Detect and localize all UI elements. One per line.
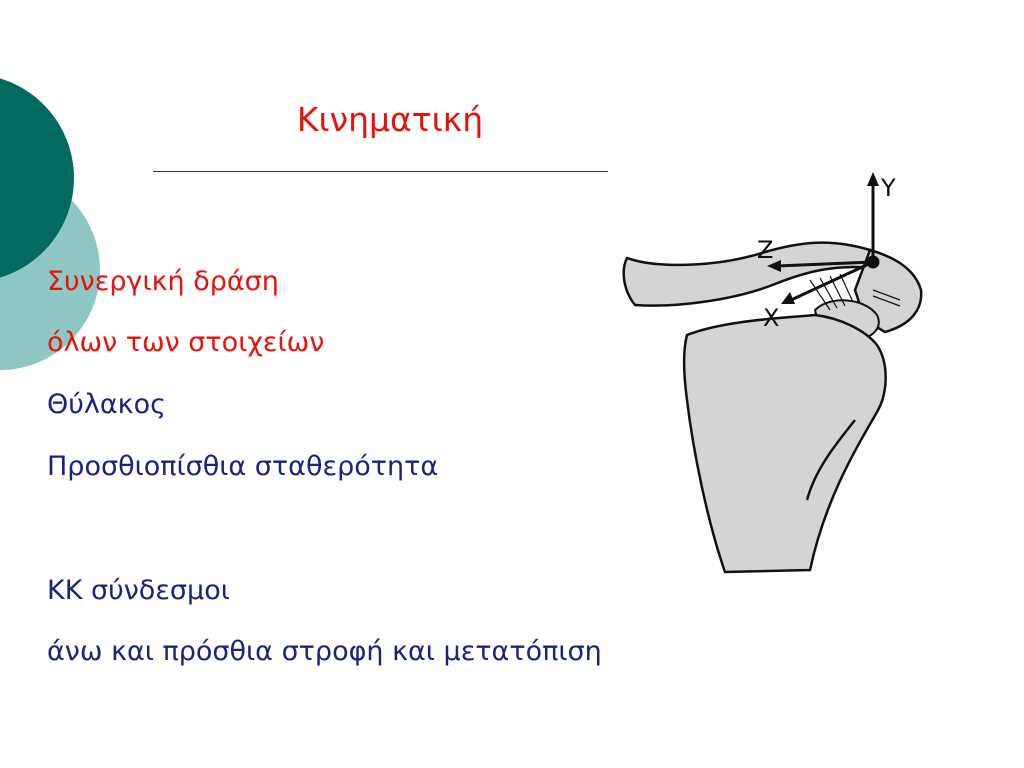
slide-title: Κινηματική	[296, 100, 484, 139]
text-line-5: ΚΚ σύνδεσμοι	[47, 575, 230, 606]
ligament-lines	[809, 273, 901, 311]
scapula-shape	[682, 313, 887, 574]
text-line-1: Συνεργική δράση	[47, 266, 279, 297]
coordinate-axes	[767, 172, 880, 304]
axis-label-x: X	[763, 304, 779, 332]
axis-label-y: Y	[880, 174, 896, 202]
clavicle-shape	[622, 241, 875, 307]
axis-label-z: Z	[757, 236, 773, 264]
text-line-3: Θύλακος	[47, 389, 166, 420]
title-divider	[153, 171, 608, 172]
text-line-4: Προσθιοπίσθια σταθερότητα	[47, 451, 439, 482]
text-line-2: όλων των στοιχείων	[47, 327, 325, 358]
text-line-6: άνω και πρόσθια στροφή και μετατόπιση	[47, 636, 602, 667]
decorative-circles	[0, 78, 100, 370]
dark-teal-circle	[0, 78, 74, 278]
glenoid-line	[805, 419, 856, 501]
shoulder-diagram: Y Z X	[622, 172, 923, 574]
